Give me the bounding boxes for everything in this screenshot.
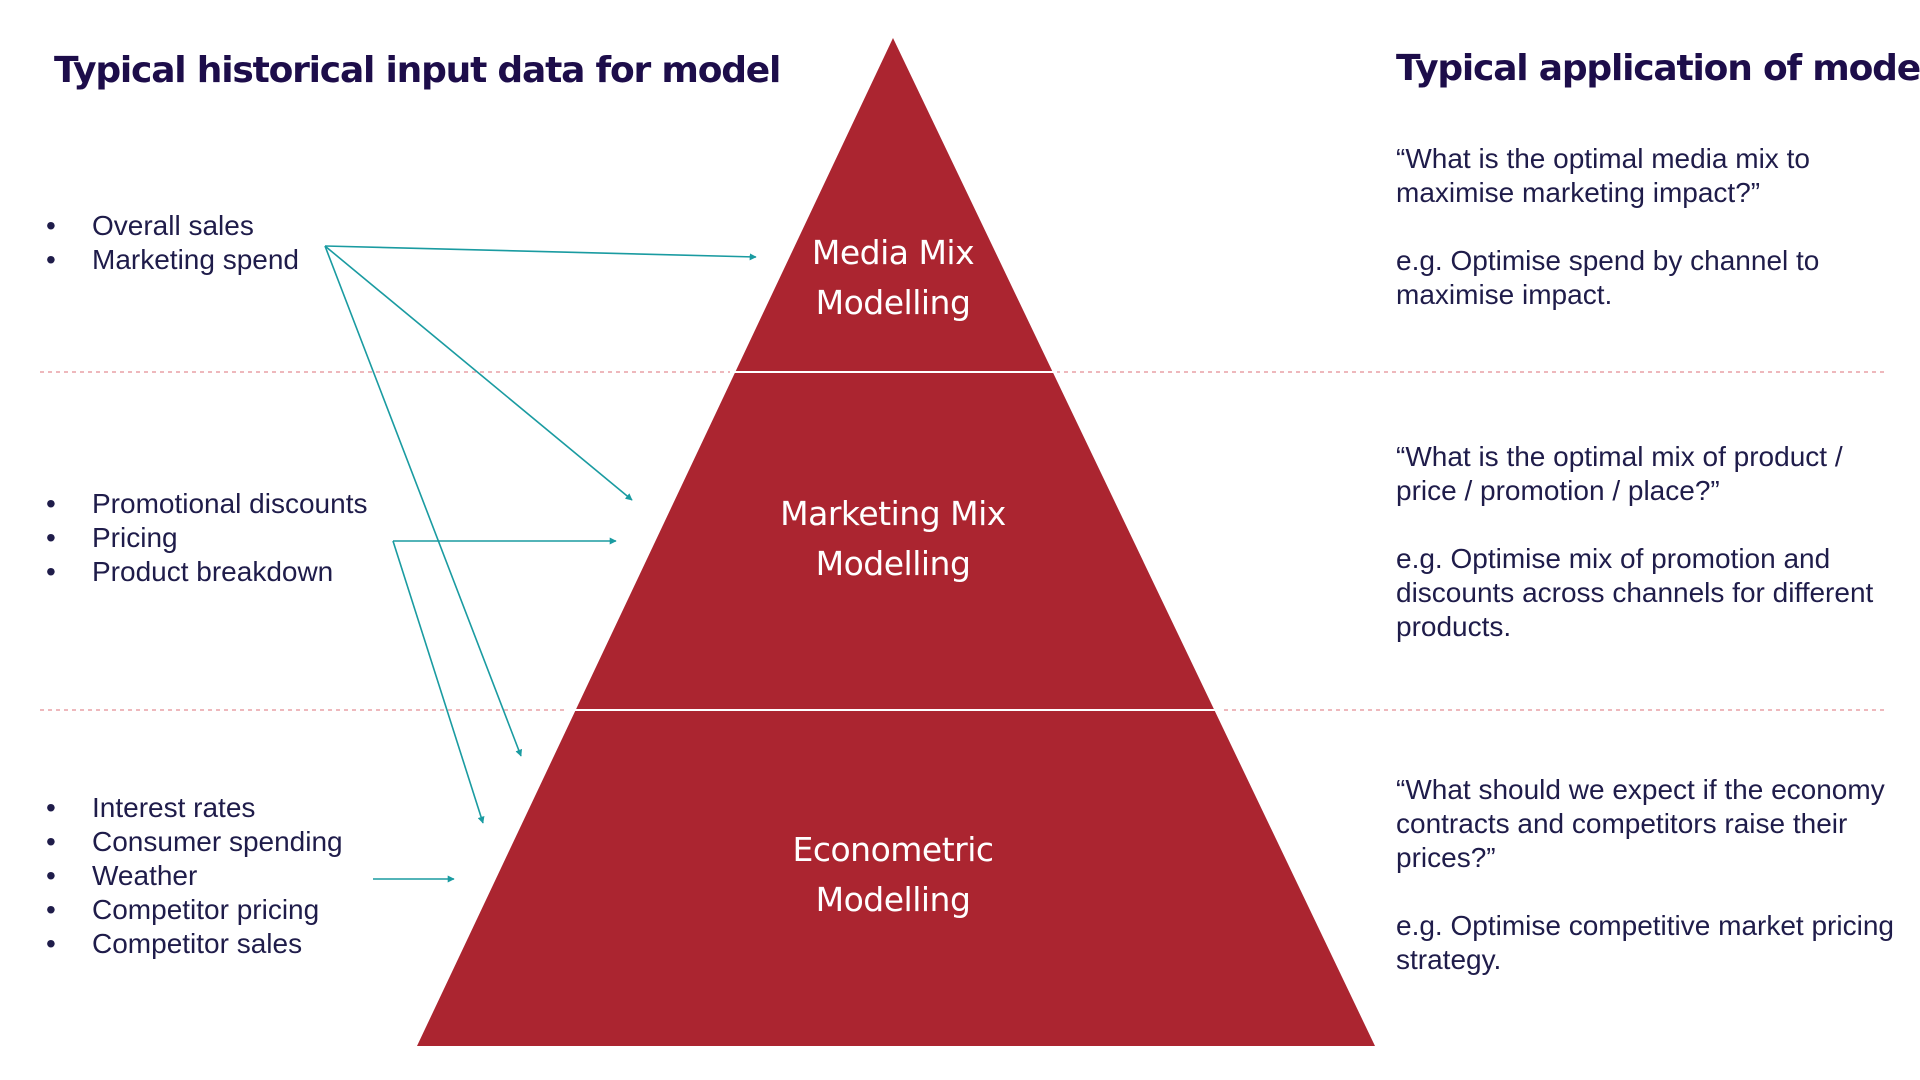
list-item-label: Pricing	[92, 522, 178, 553]
input-data-heading: Typical historical input data for model	[54, 50, 781, 91]
pyramid	[417, 38, 1375, 1046]
list-item-label: Marketing spend	[92, 244, 300, 275]
application-marketing-mix: “What is the optimal mix of product / pr…	[1396, 440, 1906, 644]
bullet-icon: •	[46, 792, 56, 823]
list-item-label: Consumer spending	[92, 826, 343, 857]
bullet-icon: •	[46, 556, 56, 587]
arrow-inputs-to-econometric	[324, 245, 523, 757]
list-item: • Pricing	[44, 521, 367, 555]
bullet-icon: •	[46, 860, 56, 891]
list-item-label: Competitor pricing	[92, 894, 320, 925]
tier-label-line: Modelling	[815, 544, 971, 583]
bullet-icon: •	[46, 826, 56, 857]
application-question: “What is the optimal mix of product / pr…	[1396, 441, 1843, 506]
bullet-icon: •	[46, 522, 56, 553]
application-media-mix: “What is the optimal media mix to maximi…	[1396, 142, 1906, 312]
input-list-bottom: • Interest rates • Consumer spending • Weat…	[44, 791, 343, 961]
application-example: e.g. Optimise spend by channel to maximi…	[1396, 245, 1820, 310]
list-item: • Weather	[44, 859, 343, 893]
tier-label-line: Modelling	[815, 880, 971, 919]
bullet-icon: •	[46, 488, 56, 519]
list-item-label: Competitor sales	[92, 928, 303, 959]
tier-label-line: Econometric	[792, 830, 994, 869]
tier-label-econometric: Econometric Modelling	[693, 825, 1093, 925]
list-item: • Marketing spend	[44, 243, 299, 277]
list-item-label: Promotional discounts	[92, 488, 368, 519]
tier-label-line: Media Mix	[811, 233, 975, 272]
application-example: e.g. Optimise mix of promotion and disco…	[1396, 543, 1874, 642]
list-item: • Competitor sales	[44, 927, 343, 961]
application-question: “What should we expect if the economy co…	[1396, 774, 1885, 873]
bullet-icon: •	[46, 210, 56, 241]
bullet-icon: •	[46, 894, 56, 925]
application-example: e.g. Optimise competitive market pricing…	[1396, 910, 1894, 975]
arrow-inputs-to-media-mix	[324, 245, 757, 261]
list-item: • Consumer spending	[44, 825, 343, 859]
list-item-label: Overall sales	[92, 210, 254, 241]
list-item: • Interest rates	[44, 791, 343, 825]
input-list-top: • Overall sales • Marketing spend	[44, 209, 299, 277]
list-item-label: Product breakdown	[92, 556, 334, 587]
list-item: • Overall sales	[44, 209, 299, 243]
bullet-icon: •	[46, 244, 56, 275]
tier-label-line: Modelling	[815, 283, 971, 322]
tier-label-media-mix: Media Mix Modelling	[693, 228, 1093, 328]
application-heading: Typical application of model	[1396, 48, 1920, 89]
application-econometric: “What should we expect if the economy co…	[1396, 773, 1906, 977]
tier-label-marketing-mix: Marketing Mix Modelling	[693, 489, 1093, 589]
list-item-label: Interest rates	[92, 792, 256, 823]
tier-label-line: Marketing Mix	[780, 494, 1006, 533]
input-list-middle: • Promotional discounts • Pricing • Product…	[44, 487, 367, 589]
list-item: • Promotional discounts	[44, 487, 367, 521]
arrow-promo-to-econometric	[392, 540, 485, 824]
application-question: “What is the optimal media mix to maximi…	[1396, 143, 1810, 208]
bullet-icon: •	[46, 928, 56, 959]
list-item-label: Weather	[92, 860, 198, 891]
arrow-inputs-to-marketing-mix	[324, 245, 633, 501]
list-item: • Product breakdown	[44, 555, 367, 589]
list-item: • Competitor pricing	[44, 893, 343, 927]
